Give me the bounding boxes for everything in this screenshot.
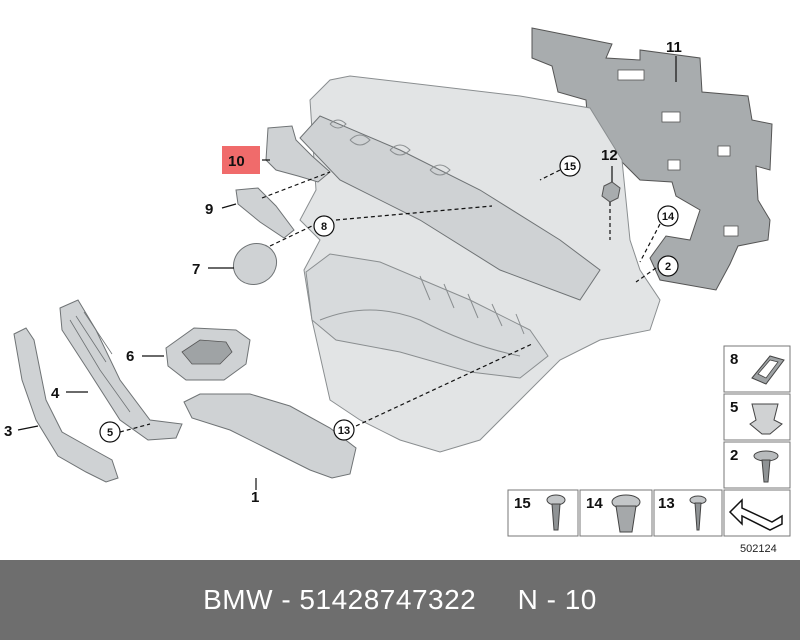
- callout-circle-14: 14: [657, 205, 679, 227]
- dashed-leader: [539, 169, 561, 181]
- part-3-grab-handle: [13, 327, 119, 483]
- part-9-cover: [235, 187, 295, 239]
- legend-box-2: 2: [723, 441, 791, 489]
- footer-bar: BMW - 51428747322 N - 10: [0, 560, 800, 640]
- callout-3: 3: [4, 423, 12, 440]
- legend-box-15: 15: [507, 489, 579, 537]
- svg-text:8: 8: [321, 221, 327, 233]
- svg-text:8: 8: [730, 351, 738, 368]
- callout-1: 1: [251, 489, 259, 506]
- part-caption: BMW - 51428747322 N - 10: [203, 584, 597, 615]
- exploded-parts-diagram: 10 9 7 6 4 3 1 11 12 8 15 14 2 5 13 8 5: [4, 27, 791, 555]
- svg-text:5: 5: [730, 399, 738, 416]
- door-trim-pocket: [305, 253, 549, 379]
- svg-text:2: 2: [730, 447, 738, 464]
- insulation-cutout: [667, 159, 681, 171]
- callout-circle-2: 2: [657, 255, 679, 277]
- dashed-leader: [355, 343, 533, 427]
- svg-text:14: 14: [586, 495, 603, 512]
- handle-carrier-detail: [69, 311, 131, 413]
- svg-text:13: 13: [338, 425, 350, 437]
- part-7-speaker-grille: [232, 242, 278, 286]
- dashed-leader: [261, 171, 331, 199]
- dashed-leader: [335, 205, 493, 221]
- legend-box-13: 13: [653, 489, 723, 537]
- part-1-armrest: [183, 393, 357, 479]
- svg-text:14: 14: [662, 211, 675, 223]
- svg-text:2: 2: [665, 261, 671, 273]
- dashed-leader: [119, 423, 151, 433]
- callout-circle-8: 8: [313, 215, 335, 237]
- diagram-number: 502124: [740, 543, 777, 555]
- door-trim-ribs: [419, 275, 525, 335]
- arrow-symbol-icon: [728, 498, 783, 531]
- svg-text:13: 13: [658, 495, 675, 512]
- clip-5-icon: [749, 403, 783, 435]
- callout-9: 9: [205, 201, 213, 218]
- insulation-cutout: [717, 145, 731, 157]
- legend-box-14: 14: [579, 489, 653, 537]
- callout-11: 11: [666, 39, 682, 56]
- leader-line: [221, 203, 237, 209]
- dashed-leader: [639, 223, 661, 263]
- callout-4: 4: [51, 385, 60, 402]
- legend-box-5: 5: [723, 393, 791, 441]
- handle-bowl-inner: [181, 339, 233, 365]
- door-trim-upper-rail: [299, 115, 601, 301]
- callout-12: 12: [601, 147, 618, 164]
- callout-circle-5: 5: [99, 421, 121, 443]
- callout-circle-15: 15: [559, 155, 581, 177]
- leader-line: [17, 425, 39, 431]
- callout-6: 6: [126, 348, 134, 365]
- door-trim-lower-lip: [319, 309, 521, 357]
- callout-7: 7: [192, 261, 200, 278]
- door-trim-frame-holes: [329, 119, 451, 176]
- part-4-handle-carrier: [59, 299, 183, 441]
- part-10-window-switch-bezel: [265, 125, 331, 183]
- legend-box-8: 8: [723, 345, 791, 393]
- callout-10: 10: [228, 153, 245, 170]
- insulation-cutout: [617, 69, 645, 81]
- svg-text:15: 15: [514, 495, 531, 512]
- svg-text:15: 15: [564, 161, 576, 173]
- insulation-cutout: [723, 225, 739, 237]
- legend-box-arrow: [723, 489, 791, 537]
- svg-text:5: 5: [107, 427, 113, 439]
- dashed-leader: [269, 225, 313, 247]
- callout-circle-13: 13: [333, 419, 355, 441]
- insulation-cutout: [661, 111, 681, 123]
- part-10-highlight: [222, 146, 260, 174]
